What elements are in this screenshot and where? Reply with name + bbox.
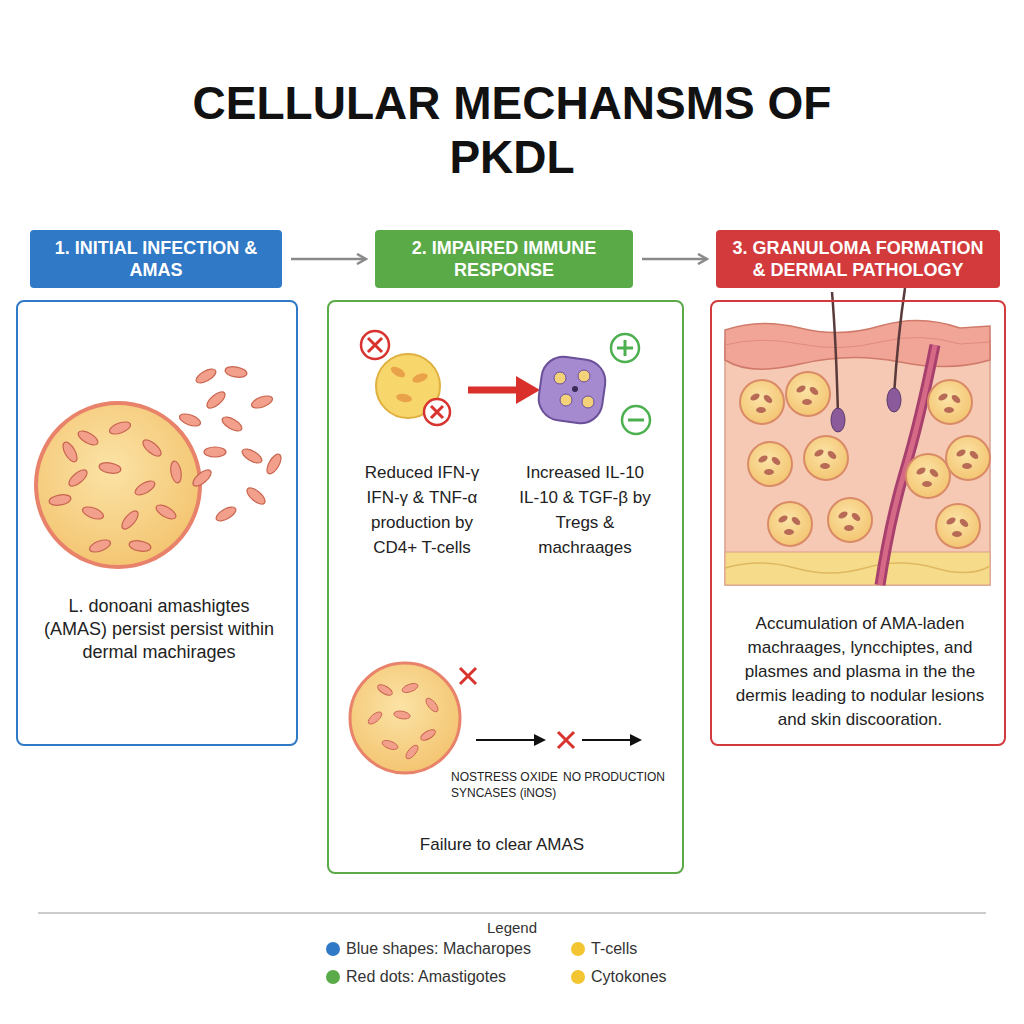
legend-swatch	[326, 970, 340, 984]
step-panel: Reduced IFN-γ IFN-γ & TNF-α production b…	[327, 300, 684, 874]
tcell-suppressed	[361, 331, 450, 425]
header-text: 3. GRANULOMA FORMATION & DERMAL PATHOLOG…	[726, 237, 990, 281]
legend-text: Red dots: Amastigotes	[346, 967, 506, 987]
legend-text: Blue shapes: Macharopes	[346, 939, 531, 959]
step-header: 2. IMPAIRED IMMUNE RESPONSE	[375, 230, 633, 288]
legend-swatch	[571, 970, 585, 984]
header-text: 1. INITIAL INFECTION & AMAS	[40, 237, 272, 281]
treg-macrophage	[536, 334, 650, 434]
step-panel: Accumulation of AMA-laden machraages, ly…	[710, 300, 1006, 746]
released-amastigotes	[178, 365, 284, 524]
shift-arrow	[468, 376, 540, 404]
body-text: Failure to clear AMAS	[382, 833, 622, 857]
legend-heading: Legend	[412, 919, 612, 936]
flow-arrow	[291, 258, 366, 261]
flow-arrow	[642, 258, 707, 261]
macrophage-no-inos	[350, 663, 642, 773]
diagram-title: CELLULAR MECHANSMS OF PKDL	[150, 76, 874, 184]
legend-swatch	[571, 942, 585, 956]
body-text: NOSTRESS OXIDE SYNCASES (iNOS)	[451, 769, 565, 801]
skin-section	[725, 288, 990, 585]
legend-swatch	[326, 942, 340, 956]
legend-text: Cytokones	[591, 967, 667, 987]
step-header: 3. GRANULOMA FORMATION & DERMAL PATHOLOG…	[716, 230, 1000, 288]
body-text: NO PRODUCTION	[563, 769, 675, 785]
legend-text: T-cells	[591, 939, 637, 959]
step-panel: L. donoani amashigtes (AMAS) persist per…	[16, 300, 298, 746]
body-text: Accumulation of AMA-laden machraages, ly…	[722, 612, 998, 732]
step-header: 1. INITIAL INFECTION & AMAS	[30, 230, 282, 288]
separator-line	[38, 912, 986, 914]
body-text: Increased IL-10 IL-10 & TGF-β by Tregs &…	[515, 460, 655, 560]
header-text: 2. IMPAIRED IMMUNE RESPONSE	[385, 237, 623, 281]
body-text: Reduced IFN-γ IFN-γ & TNF-α production b…	[357, 460, 487, 560]
body-text: L. donoani amashigtes (AMAS) persist per…	[40, 595, 278, 664]
infected-macrophage	[36, 403, 200, 567]
